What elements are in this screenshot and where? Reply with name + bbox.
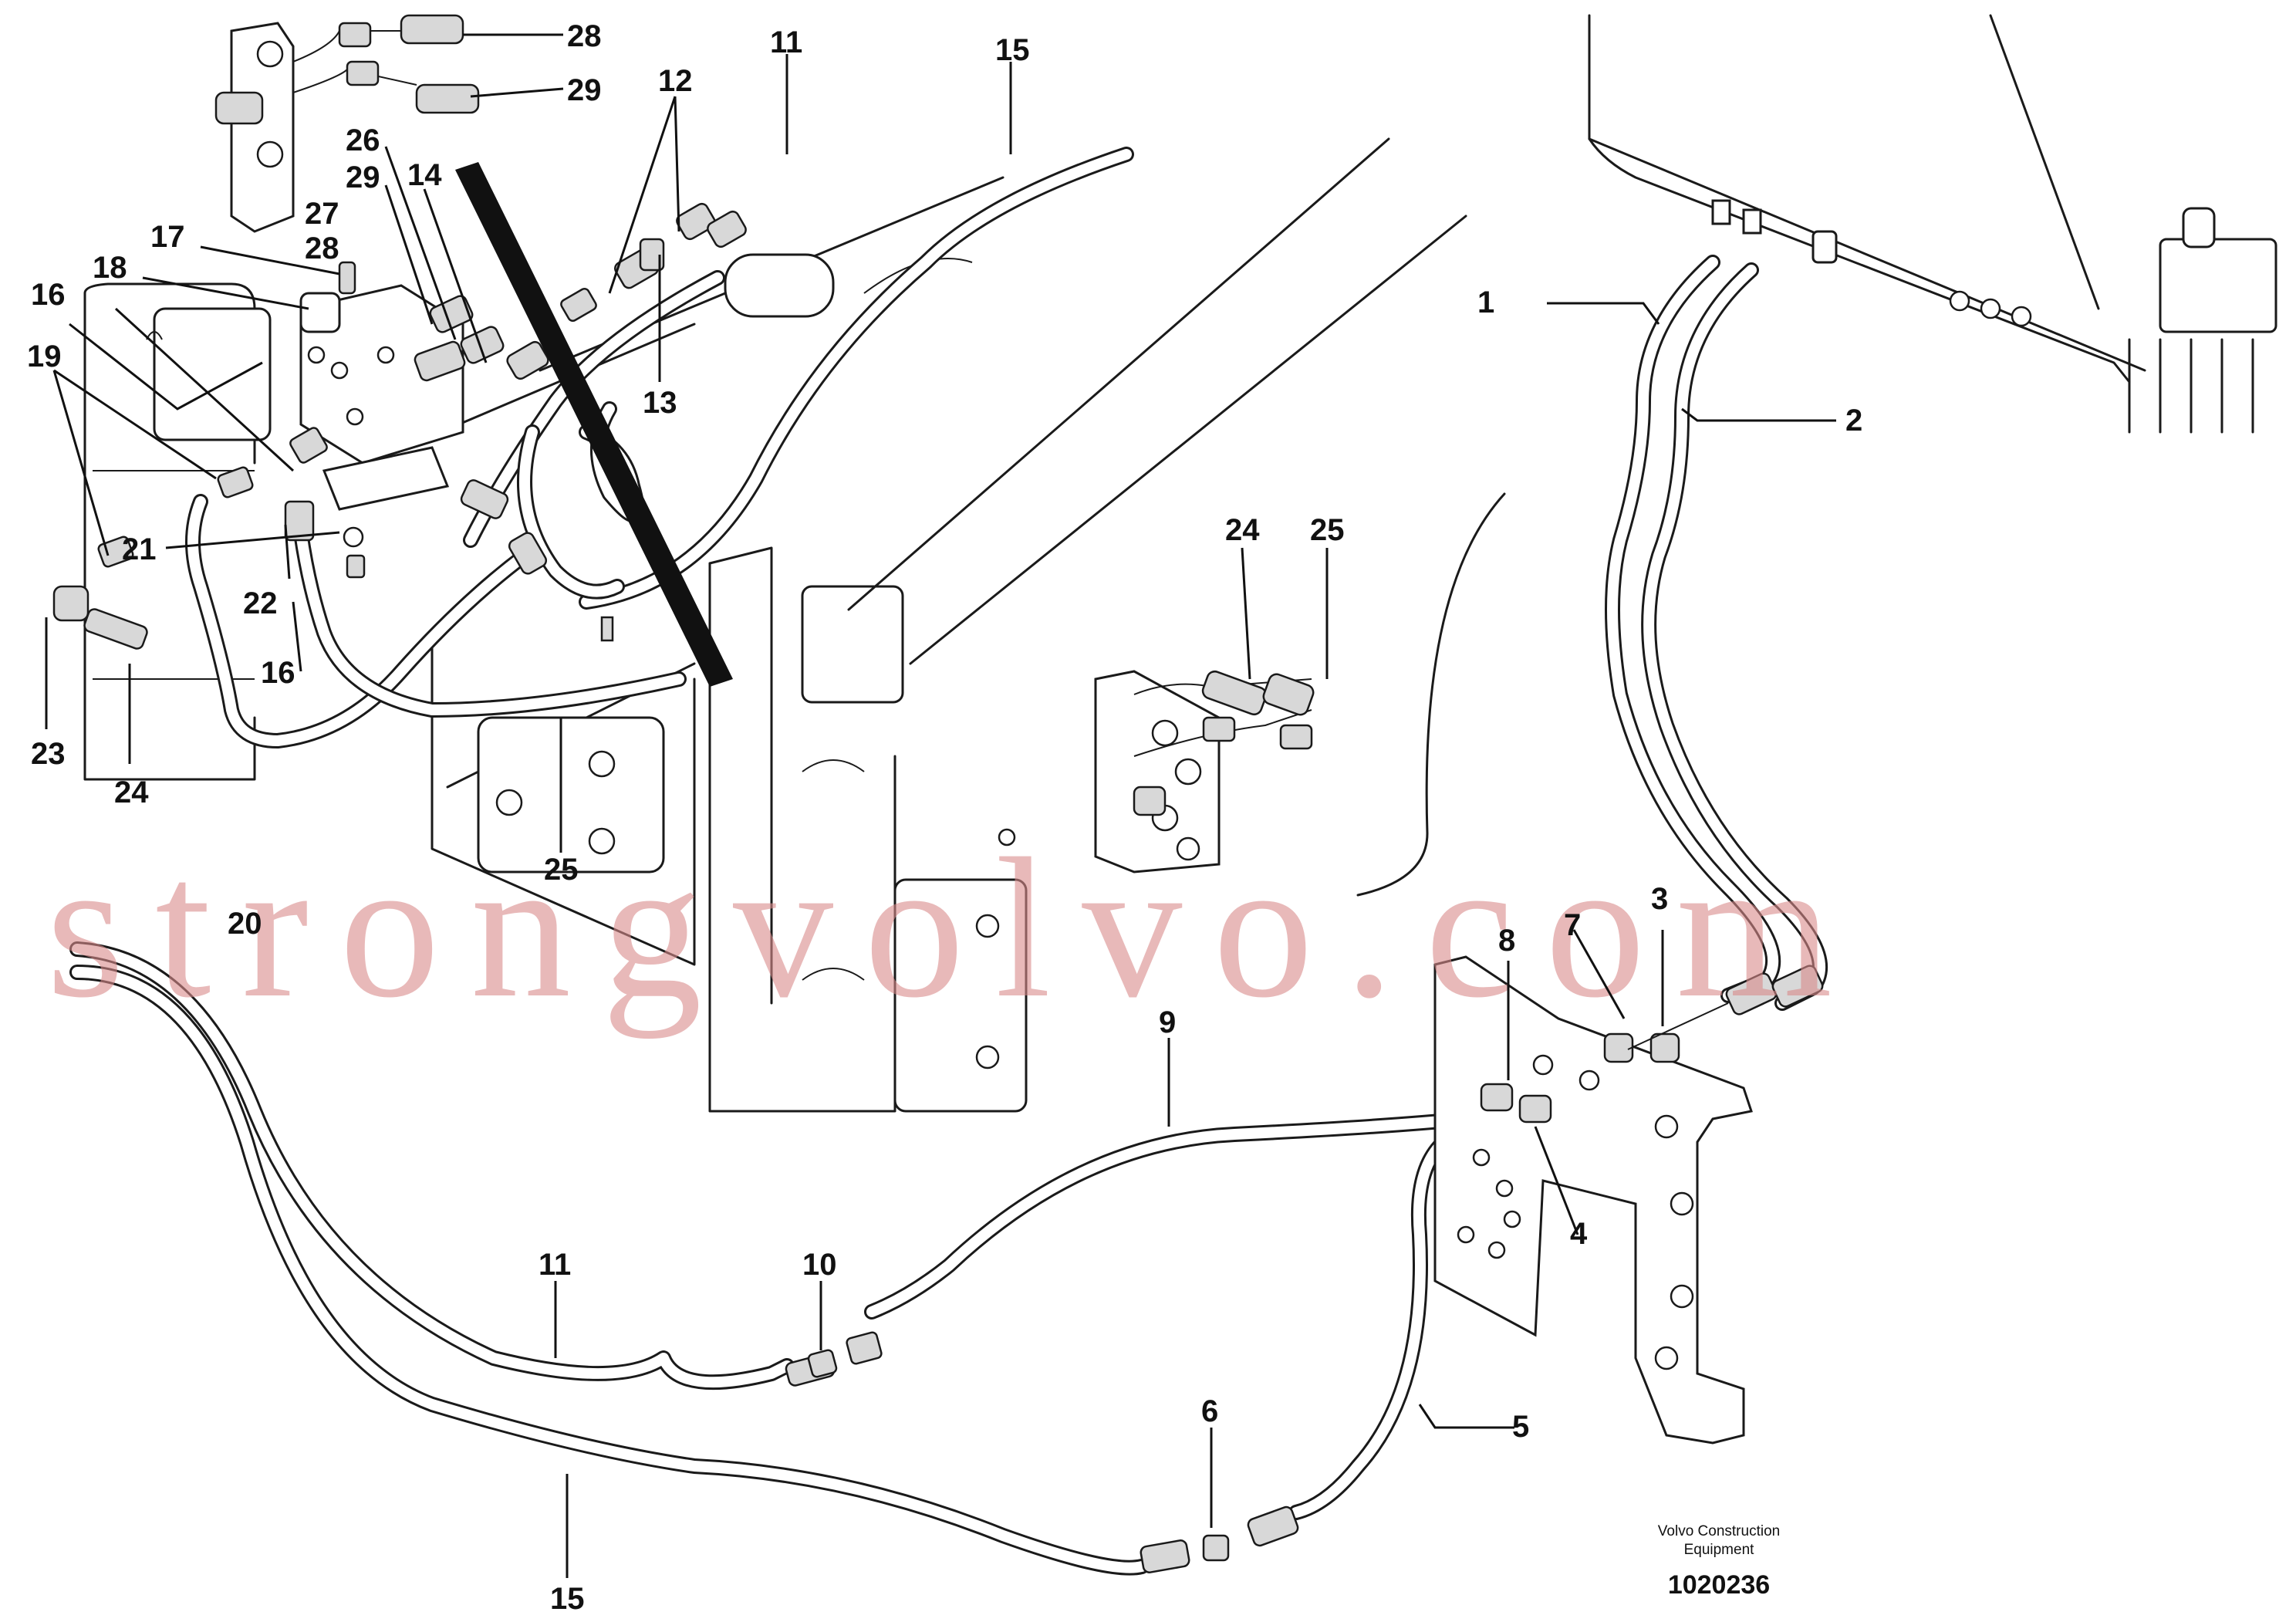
callout-2: 2	[1845, 404, 1862, 438]
callout-16-lower: 16	[261, 656, 295, 690]
lower-right-bracket	[1433, 955, 1824, 1445]
valve-block	[52, 202, 747, 650]
pointer-strip	[455, 162, 733, 687]
callout-6: 6	[1201, 1394, 1218, 1428]
callout-24-left: 24	[114, 776, 149, 809]
callout-18: 18	[93, 251, 127, 285]
callout-28-mid: 28	[305, 231, 339, 265]
inline-fittings	[785, 1331, 1299, 1573]
callout-5: 5	[1512, 1410, 1529, 1444]
callout-8: 8	[1498, 924, 1515, 958]
callout-27: 27	[305, 197, 339, 231]
callout-25-center: 25	[1310, 513, 1345, 547]
callout-22: 22	[243, 586, 278, 620]
callout-4: 4	[1570, 1217, 1588, 1251]
center-bracket	[1094, 670, 1315, 874]
leader-lines	[45, 33, 1836, 1578]
callout-13: 13	[643, 386, 677, 420]
top-left-bracket	[214, 14, 480, 233]
callout-9: 9	[1159, 1005, 1176, 1039]
callout-1: 1	[1477, 286, 1494, 319]
callout-16-left: 16	[31, 278, 66, 312]
callout-7: 7	[1564, 908, 1581, 942]
callout-19: 19	[27, 340, 62, 373]
callout-20: 20	[228, 907, 262, 941]
callout-11-bottom: 11	[539, 1248, 571, 1282]
callout-17: 17	[150, 220, 185, 254]
watermark: strongvolvo.com	[46, 817, 1863, 1039]
footer: Volvo Construction Equipment 1020236	[1658, 1523, 1780, 1600]
callout-21: 21	[122, 532, 157, 566]
callout-15-top: 15	[995, 33, 1030, 67]
callout-11-top: 11	[770, 25, 802, 59]
callout-14: 14	[407, 158, 442, 192]
doc-number: 1020236	[1668, 1570, 1770, 1600]
callout-29-top: 29	[567, 73, 602, 107]
footer-company-line2: Equipment	[1684, 1542, 1755, 1558]
footer-company: Volvo Construction	[1658, 1523, 1780, 1539]
tank-assembly	[1588, 14, 2277, 434]
callout-28-top: 28	[567, 19, 602, 53]
callout-24-center: 24	[1225, 513, 1260, 547]
callout-29-mid: 29	[346, 161, 380, 194]
callout-23: 23	[31, 737, 66, 771]
callout-12: 12	[658, 64, 693, 98]
callout-25-left: 25	[544, 853, 579, 887]
callout-26: 26	[346, 123, 380, 157]
callout-15-bottom: 15	[550, 1582, 585, 1616]
callout-10: 10	[802, 1248, 837, 1282]
hoses	[69, 147, 1828, 1576]
callout-labels: 1 2 3 4 5 6 7 8 9 10 11 11 12 13 14 15 1…	[27, 19, 1862, 1616]
callout-3: 3	[1651, 882, 1668, 916]
